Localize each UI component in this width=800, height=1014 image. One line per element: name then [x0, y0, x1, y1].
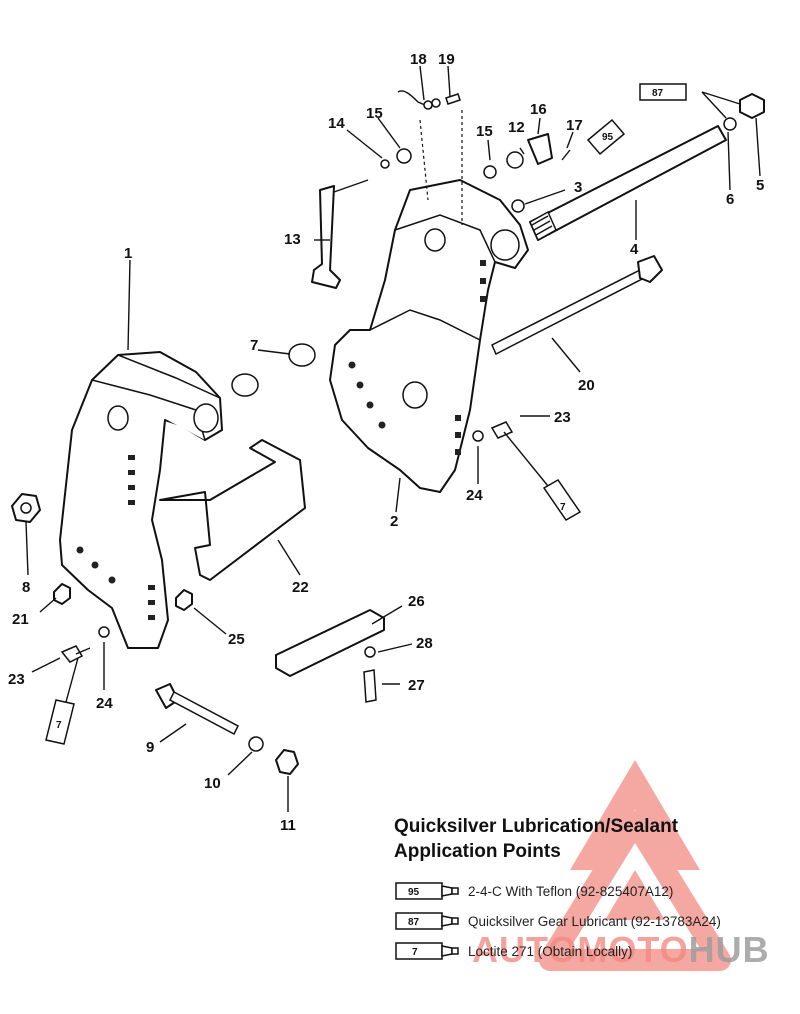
legend-text: 2-4-C With Teflon (92-825407A12): [468, 883, 674, 899]
legend-code: 7: [412, 947, 418, 958]
legend-code: 95: [408, 887, 420, 898]
callout-8: 8: [22, 579, 30, 596]
callout-14: 14: [328, 115, 345, 132]
legend-text: Quicksilver Gear Lubricant (92-13783A24): [468, 913, 721, 929]
callout-7: 7: [250, 337, 258, 354]
tube-label-7-right: 7: [560, 502, 566, 513]
legend-item: 7 Loctite 271 (Obtain Locally): [394, 936, 784, 966]
callout-27: 27: [408, 677, 425, 694]
tube-7-left-icon: 7: [45, 699, 75, 745]
tube-label-87: 87: [652, 88, 664, 99]
tube-icon: 7: [395, 942, 459, 960]
leader-lines: [25, 65, 761, 812]
callout-24a: 24: [96, 695, 113, 712]
legend-item: 95 2-4-C With Teflon (92-825407A12): [394, 876, 784, 906]
callout-10: 10: [204, 775, 221, 792]
legend-item: 87 Quicksilver Gear Lubricant (92-13783A…: [394, 906, 784, 936]
lever-13: [311, 179, 369, 289]
callout-21: 21: [12, 611, 29, 628]
tube-7-right-icon: 7: [542, 479, 582, 521]
callout-2: 2: [390, 513, 398, 530]
legend-text: Loctite 271 (Obtain Locally): [468, 943, 633, 959]
callout-3: 3: [574, 179, 582, 196]
callout-24b: 24: [466, 487, 483, 504]
callout-25: 25: [228, 631, 245, 648]
callout-26: 26: [408, 593, 425, 610]
tube-label-95: 95: [602, 132, 614, 143]
clamp-bracket-left: [59, 351, 223, 649]
legend-code: 87: [408, 917, 420, 928]
tube-icon: 87: [395, 912, 459, 930]
callout-16: 16: [530, 101, 547, 118]
callout-22: 22: [292, 579, 309, 596]
legend-title-line1: Quicksilver Lubrication/Sealant: [394, 816, 679, 837]
callout-labels: 1 2 3 4 5 6 7 8 9 10 11 12 13 14 15 15 1…: [8, 51, 764, 834]
tube-icon: 95: [395, 882, 459, 900]
callout-15a: 15: [366, 105, 383, 122]
callout-1: 1: [124, 245, 132, 262]
legend-title: Quicksilver Lubrication/Sealant Applicat…: [394, 814, 784, 864]
callout-18: 18: [410, 51, 427, 68]
callout-28: 28: [416, 635, 433, 652]
callout-13: 13: [284, 231, 301, 248]
callout-20: 20: [578, 377, 595, 394]
lubrication-legend: Quicksilver Lubrication/Sealant Applicat…: [394, 814, 784, 966]
callout-5: 5: [756, 177, 764, 194]
callout-15b: 15: [476, 123, 493, 140]
spring-pin-18-19: [397, 90, 461, 110]
bolt-9: [155, 683, 239, 736]
callout-11: 11: [280, 817, 296, 834]
long-bolt-20: [491, 255, 663, 356]
swivel-bracket-right: [329, 179, 529, 493]
callout-6: 6: [726, 191, 734, 208]
callout-19: 19: [438, 51, 455, 68]
callout-12: 12: [508, 119, 525, 136]
legend-title-line2: Application Points: [394, 841, 561, 862]
bar-26: [275, 609, 385, 677]
tube-label-7-left: 7: [56, 720, 62, 731]
plate-22: [159, 439, 306, 581]
tilt-tube-4: [529, 125, 727, 242]
callout-23a: 23: [8, 671, 25, 688]
tube-87-icon: 87: [639, 83, 687, 101]
callout-17: 17: [566, 117, 583, 134]
latch-parts: [380, 133, 571, 213]
callout-4: 4: [630, 241, 639, 258]
callout-23b: 23: [554, 409, 571, 426]
tube-95-icon: 95: [586, 118, 626, 156]
callout-9: 9: [146, 739, 154, 756]
fasteners: [11, 93, 765, 775]
